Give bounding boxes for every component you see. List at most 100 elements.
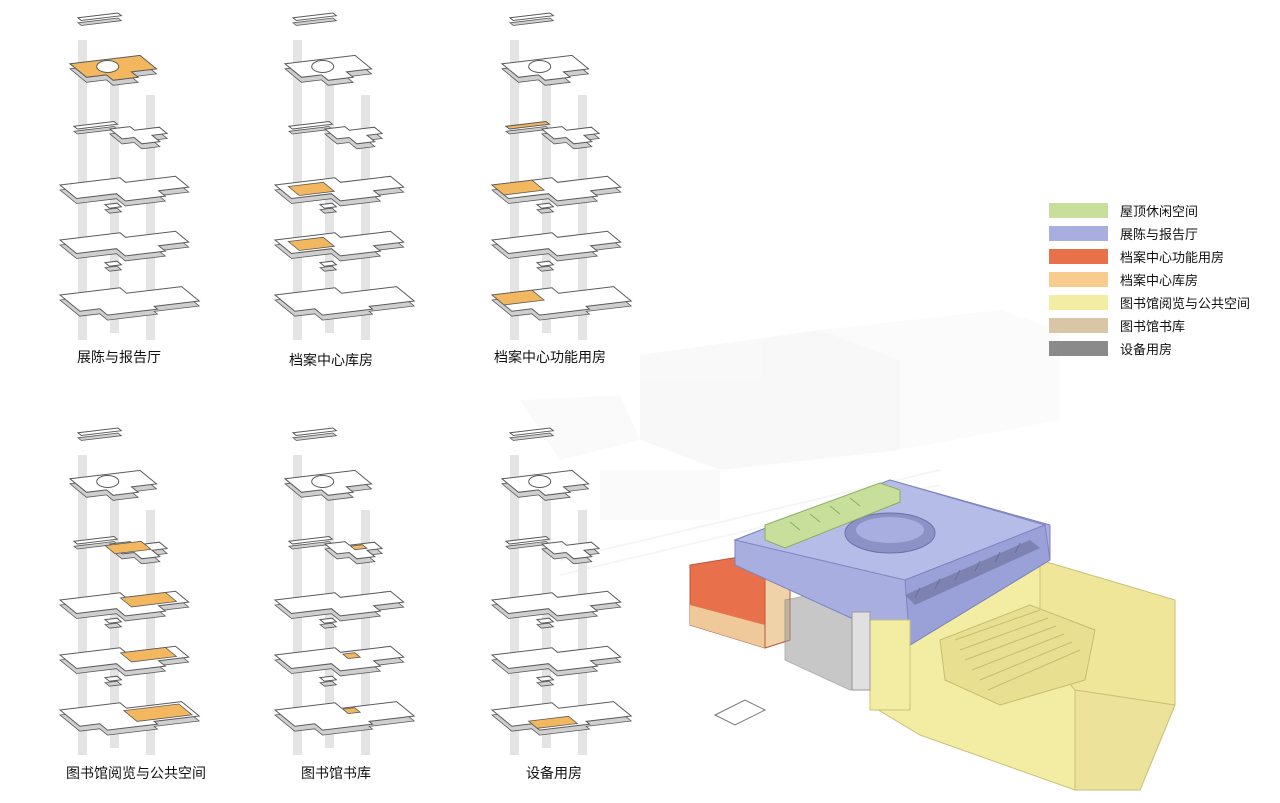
legend-label: 图书馆阅览与公共空间 [1120,297,1251,312]
caption-library-reading: 图书馆阅览与公共空间 [66,766,206,782]
floor-plate [273,286,416,316]
highlight-zone [119,647,178,663]
highlight-zone [122,703,193,722]
floor-plate [490,701,633,731]
floor-plate-edge [509,432,555,441]
floor-plate [535,675,555,682]
floor-plate [508,427,555,437]
stack-equipment-room [490,427,633,755]
floor-plate [535,617,555,624]
floor-plate [108,126,169,145]
floor-plate [535,260,555,267]
swatch-tan-icon [1049,318,1108,333]
legend-item: 档案中心库房 [1049,268,1274,291]
legend-label: 图书馆书库 [1120,320,1186,335]
floor-plate [318,617,338,624]
core-column [542,483,551,748]
highlight-zone [341,652,362,660]
floor-plate-edge [104,622,123,629]
roof-opening [96,60,120,73]
building-render [689,479,1176,791]
floor-plate [508,12,555,22]
caption-archive-function: 档案中心功能用房 [494,350,606,366]
floor-plate [58,175,190,202]
stack-library-reading [58,427,201,755]
core-column [578,95,587,340]
stack-library-stack [273,427,416,755]
legend-label: 屋顶休闲空间 [1120,205,1199,220]
legend-item: 设备用房 [1049,337,1274,360]
highlight-zone [527,715,579,729]
highlight-zone [491,289,546,306]
roof-opening [528,475,552,488]
legend-item: 图书馆书库 [1049,314,1274,337]
floor-plate-edge [104,207,123,214]
floor-plate [103,202,123,209]
swatch-gray-icon [1049,341,1108,356]
legend-label: 展陈与报告厅 [1120,228,1199,243]
floor-plate [273,701,416,731]
floor-plate [540,126,601,145]
floor-plate [490,645,622,672]
floor-plate [504,535,551,545]
highlight-zone [491,179,546,196]
floor-plate [72,535,119,545]
floor-plate [323,126,384,145]
legend-item: 屋顶休闲空间 [1049,199,1274,222]
floor-plate-edge [104,680,123,687]
core-column [361,510,370,755]
legend-label: 档案中心库房 [1120,274,1199,289]
highlight-zone [119,592,178,608]
floor-plate [504,120,551,130]
stack-exhibition-hall [58,12,201,340]
floor-plate [72,120,119,130]
core-column [325,483,334,748]
floor-plate-edge [319,265,338,272]
core-column [325,68,334,333]
core-column [146,95,155,340]
floor-plate-edge [536,265,555,272]
floor-plate [273,590,405,617]
swatch-green-icon [1049,203,1108,218]
floor-plate [103,675,123,682]
core-column [146,510,155,755]
floor-plate-edge [536,680,555,687]
exploded-diagrams [58,12,633,755]
core-column [110,68,119,333]
floor-plate [76,427,123,437]
floor-plate-edge [319,207,338,214]
context-buildings [520,310,1060,576]
legend: 屋顶休闲空间 展陈与报告厅 档案中心功能用房 档案中心库房 图书馆阅览与公共空间… [1049,199,1274,360]
floor-plate [58,286,201,316]
caption-archive-storage: 档案中心库房 [289,353,373,369]
floor-plate [287,120,334,130]
floor-plate-edge [319,622,338,629]
caption-library-stack: 图书馆书库 [301,766,371,782]
floor-plate-edge [77,17,123,26]
roof-opening [528,60,552,73]
highlight-zone [341,707,362,715]
roof-opening [311,60,335,73]
floor-plate [291,12,338,22]
floor-plate-edge [77,432,123,441]
floor-plate [490,590,622,617]
floor-plate [103,260,123,267]
core-column [110,483,119,748]
swatch-light-orange-icon [1049,272,1108,287]
legend-item: 展陈与报告厅 [1049,222,1274,245]
floor-plate [291,427,338,437]
floor-plate [318,675,338,682]
floor-plate-edge [536,622,555,629]
highlight-zone [349,544,368,551]
floor-plate [273,645,405,672]
caption-exhibition: 展陈与报告厅 [77,350,161,366]
stack-archive-storage [273,12,416,340]
highlight-zone [104,540,152,555]
legend-label: 档案中心功能用房 [1120,251,1225,266]
swatch-purple-icon [1049,226,1108,241]
stack-archive-function [490,12,633,340]
floor-plate-edge [509,17,555,26]
floor-plate [318,202,338,209]
floor-plate-edge [536,207,555,214]
